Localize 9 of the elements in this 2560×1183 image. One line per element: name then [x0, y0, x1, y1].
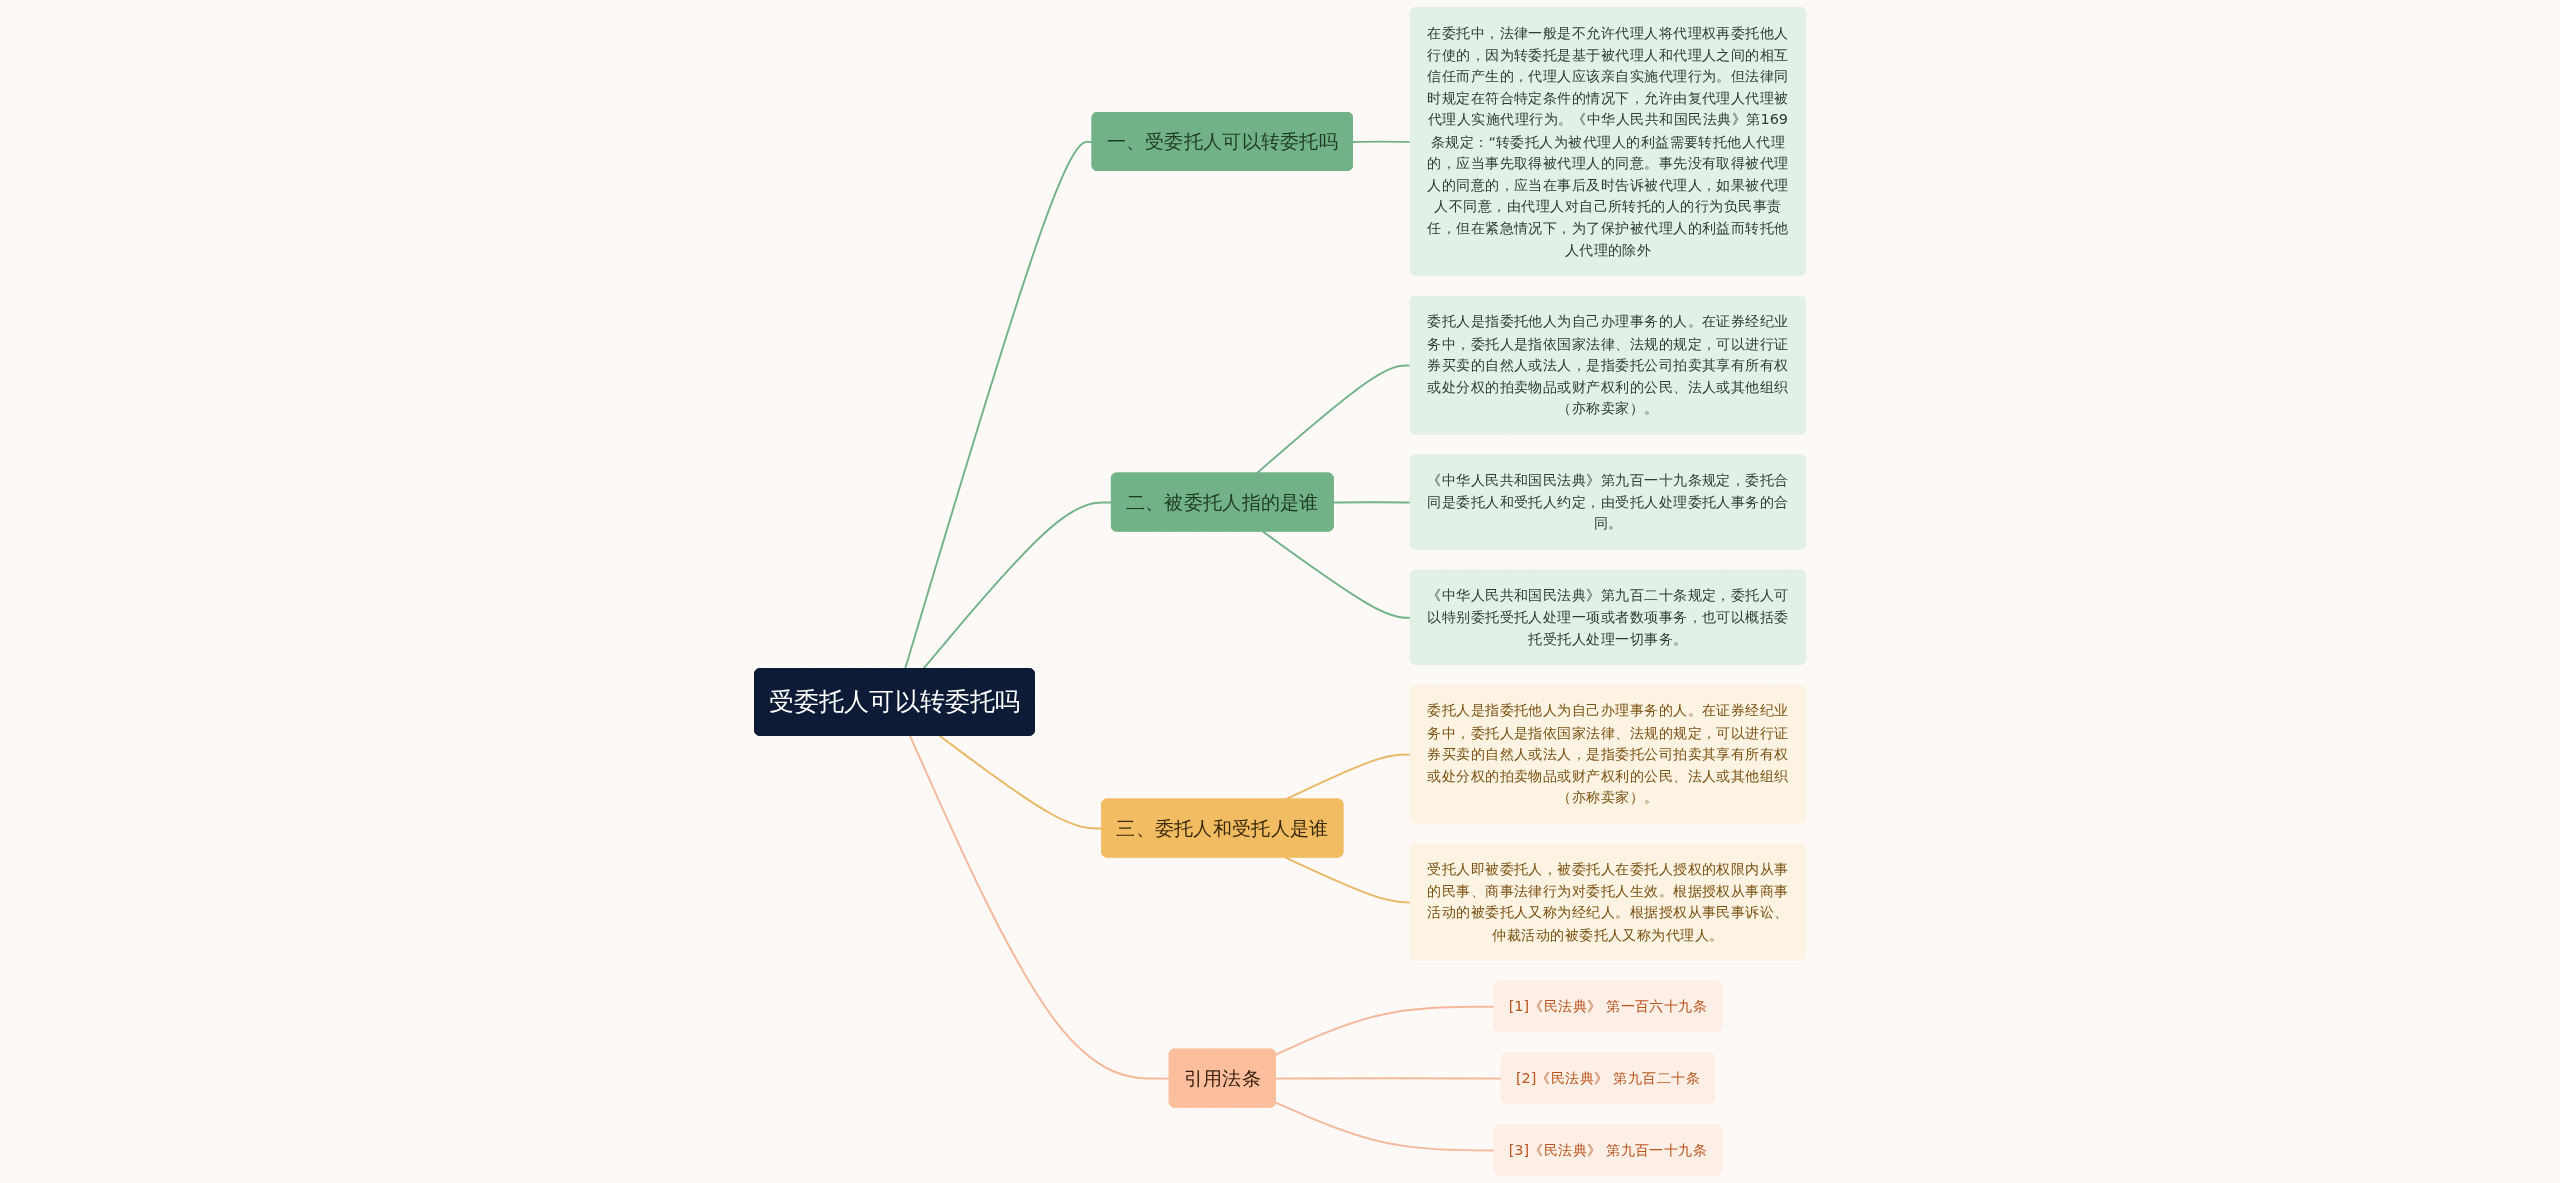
connector: [1255, 364, 1412, 475]
connector: [1261, 530, 1412, 619]
connector: [1274, 1077, 1503, 1080]
connector: [1274, 1005, 1496, 1056]
connector: [908, 734, 1171, 1080]
connector: [1351, 140, 1412, 143]
connector: [1283, 856, 1412, 904]
connector: [1274, 1101, 1496, 1152]
connector: [1332, 501, 1412, 504]
